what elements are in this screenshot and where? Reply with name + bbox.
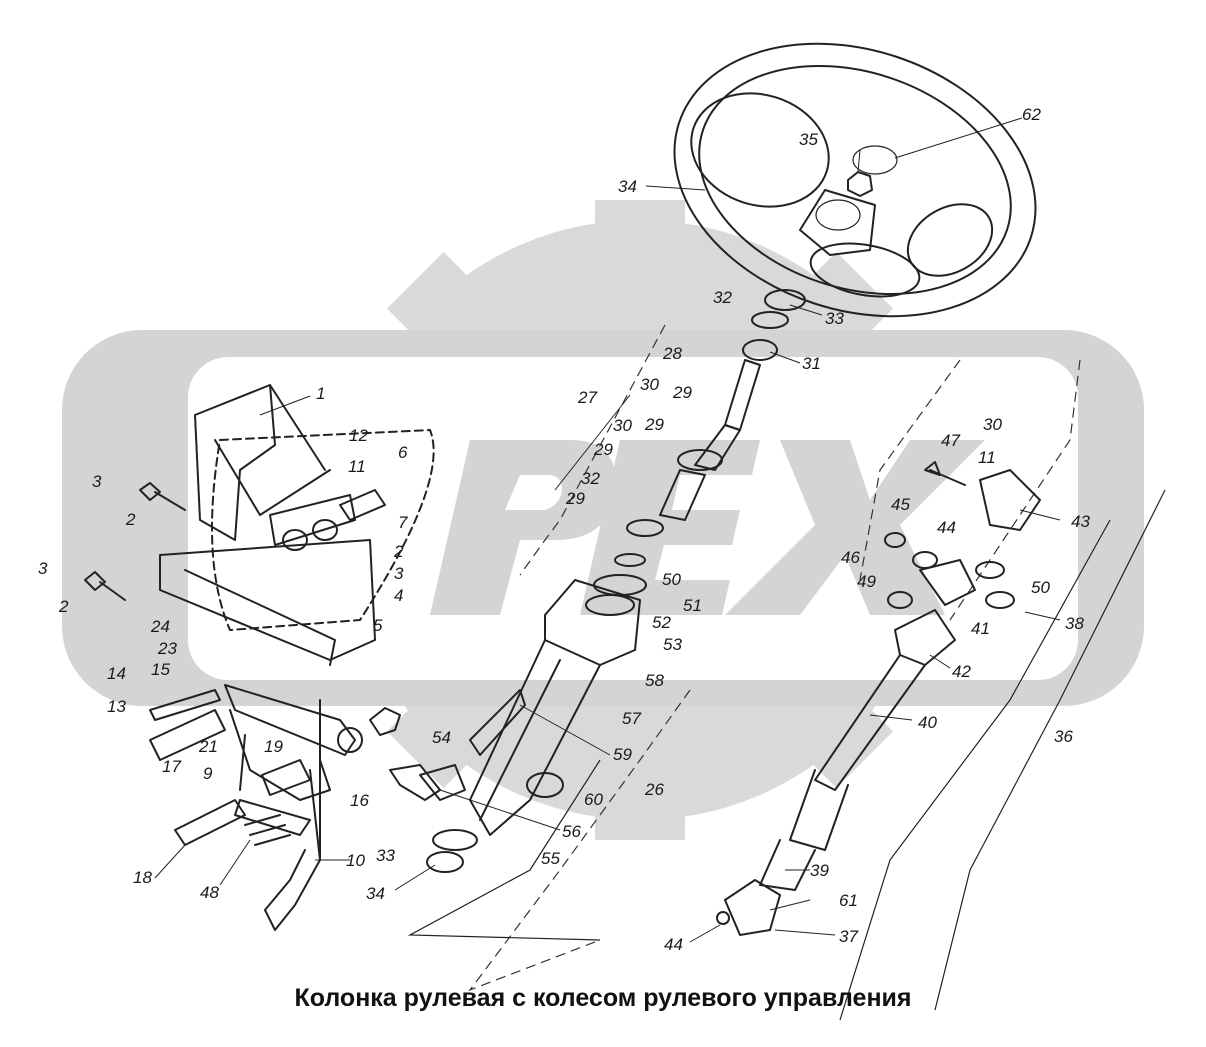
callout-50a: 49 xyxy=(857,572,876,591)
steering-column xyxy=(389,289,806,873)
callout-59: 58 xyxy=(645,671,664,690)
callout-58: 57 xyxy=(622,709,641,728)
callout-29c: 29 xyxy=(593,440,613,459)
callout-32a: 31 xyxy=(802,354,821,373)
callout-52: 51 xyxy=(683,596,702,615)
callout-50b: 50 xyxy=(1031,578,1050,597)
callout-2c: 2 xyxy=(393,542,404,561)
callout-46: 45 xyxy=(891,495,910,514)
callout-4: 4 xyxy=(394,586,403,605)
callout-3a: 3 xyxy=(92,472,102,491)
leaders xyxy=(154,117,1061,943)
wheel-nut xyxy=(847,171,873,197)
callout-60: 59 xyxy=(613,745,632,764)
callout-44a: 43 xyxy=(1071,512,1090,531)
callout-12: 12 xyxy=(349,426,368,445)
callout-11a: 11 xyxy=(348,457,366,476)
callout-29d: 29 xyxy=(565,489,585,508)
callout-51: 50 xyxy=(662,570,681,589)
callout-2b: 2 xyxy=(58,597,69,616)
callout-41: 40 xyxy=(918,713,937,732)
callout-45: 44 xyxy=(937,518,956,537)
callout-47: 46 xyxy=(841,548,860,567)
callout-55: 54 xyxy=(432,728,451,747)
callout-35: 34 xyxy=(618,177,637,196)
callout-54: 53 xyxy=(663,635,682,654)
callout-27: 27 xyxy=(577,388,597,407)
diagram-caption: Колонка рулевая с колесом рулевого управ… xyxy=(294,984,912,1012)
callout-17: 17 xyxy=(162,757,181,776)
callout-32b: 32 xyxy=(581,469,600,488)
callout-24: 24 xyxy=(150,617,170,636)
callout-36: 35 xyxy=(799,130,818,149)
callout-16: 16 xyxy=(350,791,369,810)
callout-28: 28 xyxy=(662,344,682,363)
callout-21: 21 xyxy=(198,737,218,756)
callout-38: 37 xyxy=(839,927,858,946)
callout-57: 56 xyxy=(562,822,581,841)
intermediate-shaft xyxy=(716,461,1041,936)
callout-7: 7 xyxy=(398,513,408,532)
callout-26: 26 xyxy=(644,780,664,799)
callout-37: 36 xyxy=(1054,727,1073,746)
callout-42: 41 xyxy=(971,619,990,638)
callout-3c: 3 xyxy=(394,564,404,583)
callout-1: 1 xyxy=(316,384,325,403)
callout-49: 48 xyxy=(200,883,219,902)
watermark-band xyxy=(62,330,1144,706)
callout-33a: 32 xyxy=(713,288,732,307)
callout-30a: 30 xyxy=(640,375,659,394)
callout-13: 13 xyxy=(107,697,126,716)
callout-6: 6 xyxy=(398,443,408,462)
callout-53: 52 xyxy=(652,613,671,632)
callout-39: 38 xyxy=(1065,614,1084,633)
callout-43: 42 xyxy=(952,662,971,681)
callout-34b: 34 xyxy=(366,884,385,903)
callout-34a: 33 xyxy=(825,309,844,328)
callout-29a: 29 xyxy=(672,383,692,402)
callout-31: 30 xyxy=(613,416,632,435)
callout-11b: 11 xyxy=(978,448,996,467)
callout-29b: 29 xyxy=(644,415,664,434)
callout-15: 15 xyxy=(151,660,170,679)
callout-10: 10 xyxy=(346,851,365,870)
callout-19: 19 xyxy=(264,737,283,756)
callout-3b: 3 xyxy=(38,559,48,578)
callout-18: 18 xyxy=(133,868,152,887)
callout-23: 23 xyxy=(157,639,177,658)
column-outline xyxy=(407,324,1166,1021)
callout-56: 55 xyxy=(541,849,560,868)
callout-63: 62 xyxy=(1022,105,1041,124)
horn-cap xyxy=(852,145,898,175)
callout-30b: 30 xyxy=(983,415,1002,434)
callout-40: 39 xyxy=(810,861,829,880)
callout-33b: 33 xyxy=(376,846,395,865)
callout-48: 47 xyxy=(941,431,960,450)
callout-labels: 1 2 2 2 3 3 3 4 5 6 7 9 10 11 11 12 13 1… xyxy=(38,105,1090,954)
steering-wheel xyxy=(673,42,1037,318)
callout-62: 61 xyxy=(839,891,858,910)
callout-44b: 44 xyxy=(664,935,683,954)
callout-5: 5 xyxy=(373,616,383,635)
callout-14: 14 xyxy=(107,664,126,683)
callout-61: 60 xyxy=(584,790,603,809)
callout-9: 9 xyxy=(203,764,213,783)
callout-2a: 2 xyxy=(125,510,136,529)
